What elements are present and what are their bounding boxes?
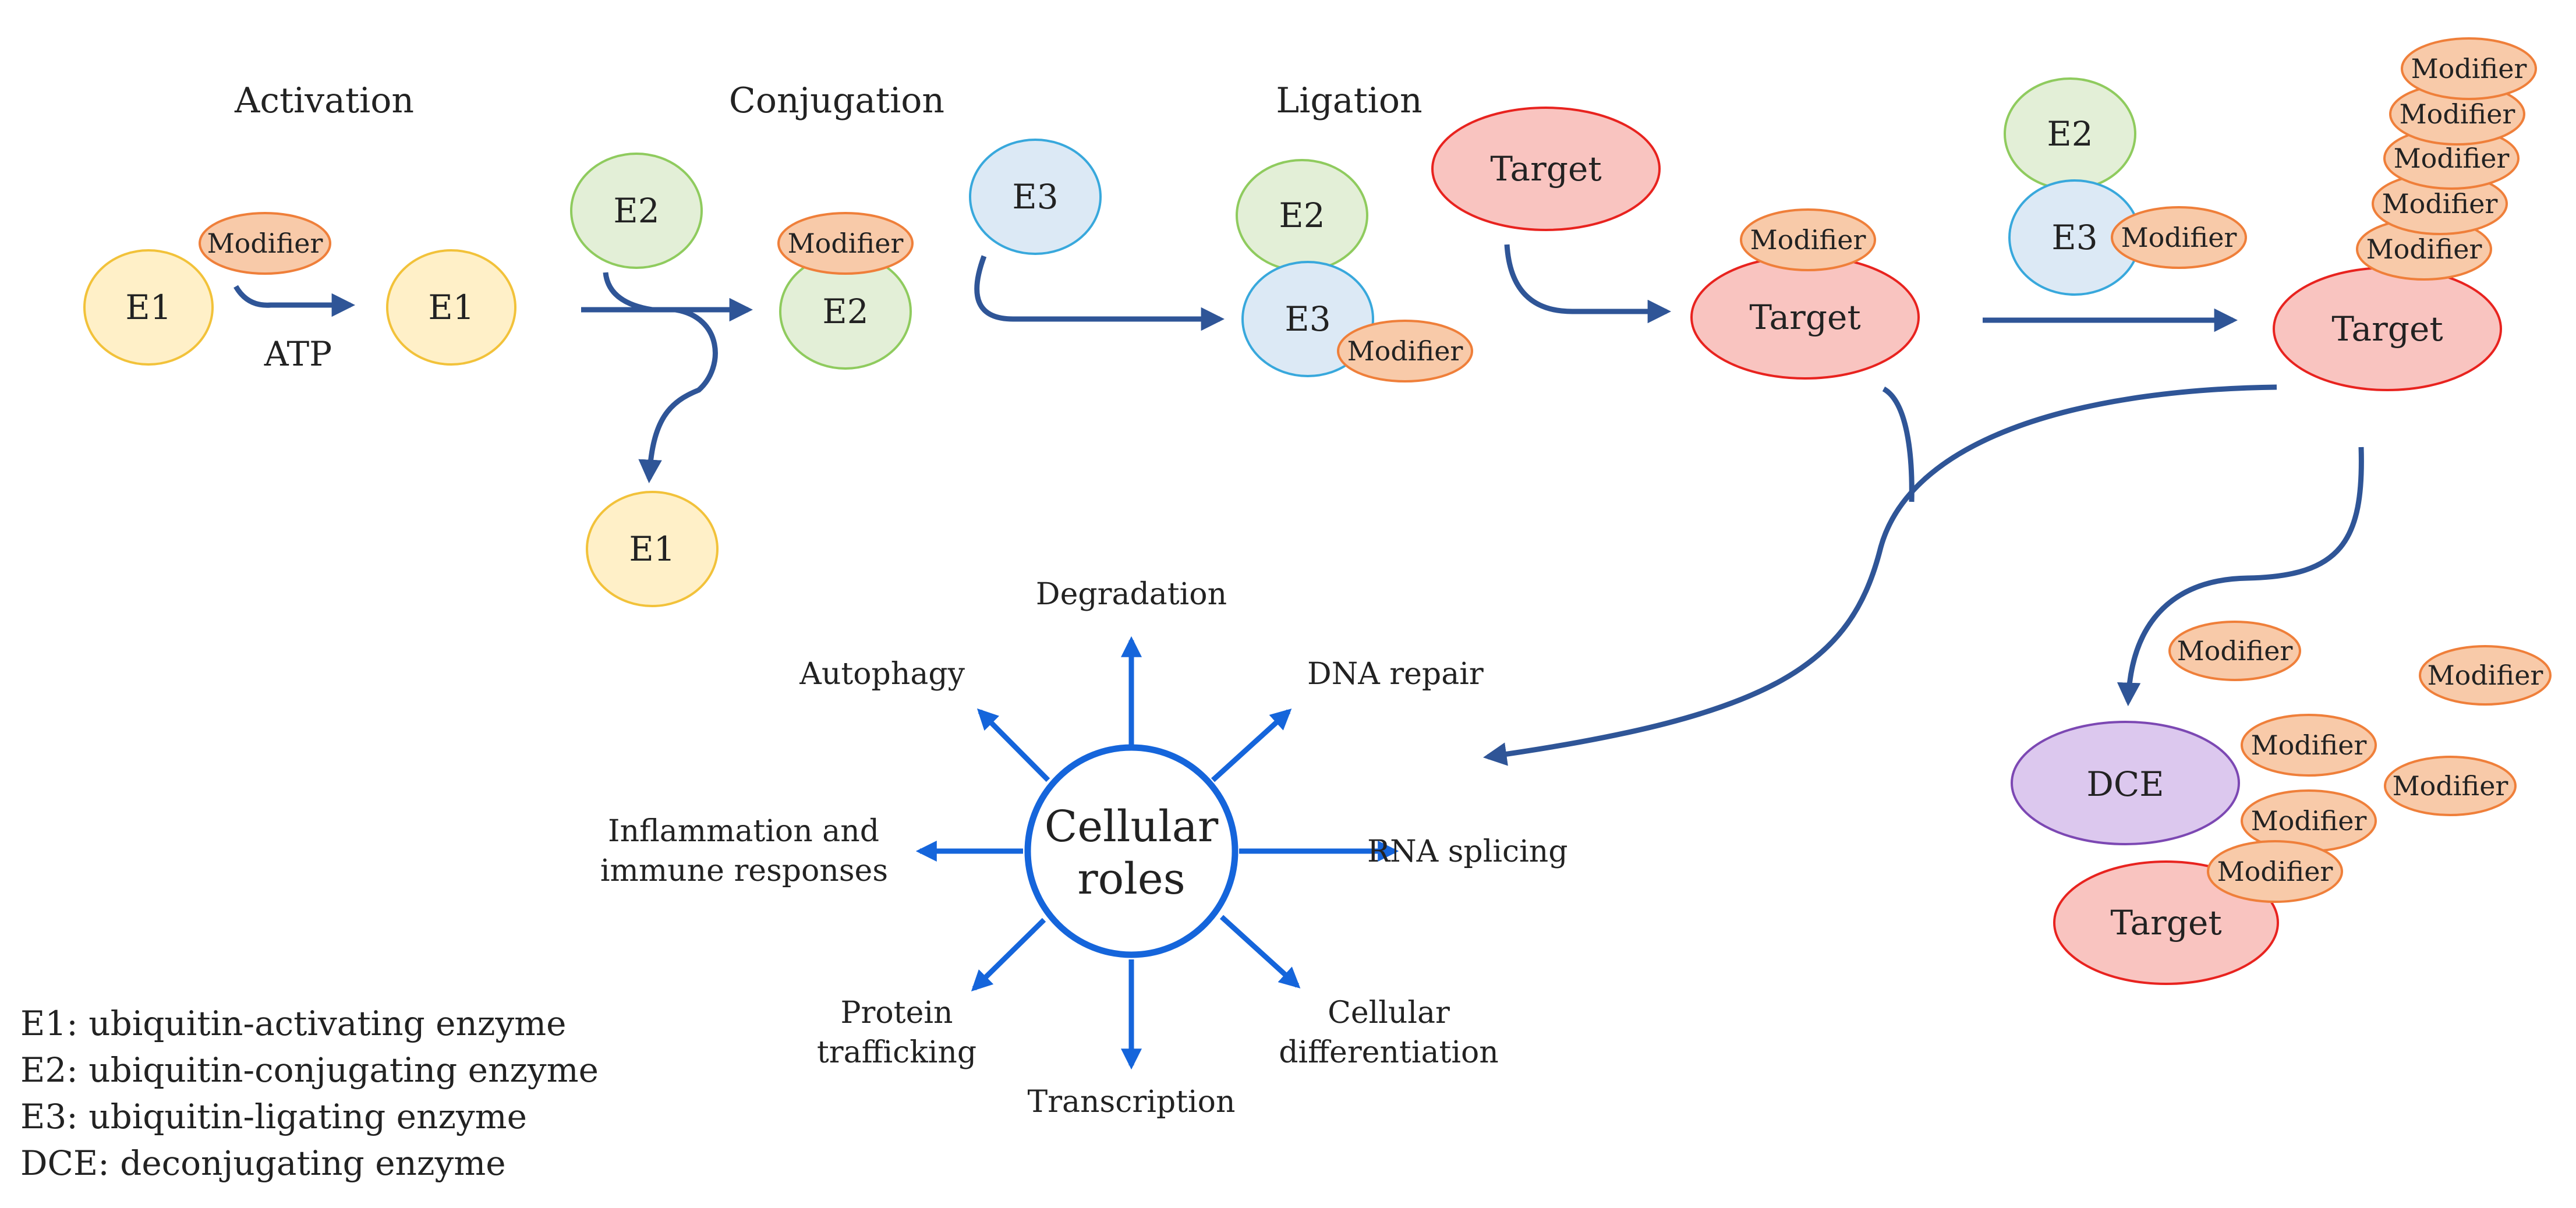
target-polymodified: Target Modifier Modifier Modifier Modifi… bbox=[2273, 37, 2537, 391]
svg-text:Modifier: Modifier bbox=[2251, 729, 2367, 761]
deconjugation-arrow bbox=[2117, 447, 2364, 707]
svg-text:E1: E1 bbox=[125, 288, 171, 327]
svg-text:E2: E2 bbox=[1279, 196, 1325, 235]
svg-text:Modifier: Modifier bbox=[2177, 635, 2293, 667]
svg-text:Modifier: Modifier bbox=[2393, 770, 2508, 802]
svg-text:Modifier: Modifier bbox=[788, 228, 904, 259]
svg-text:Modifier: Modifier bbox=[2428, 660, 2543, 691]
e2-modifier-complex: E2 Modifier bbox=[777, 212, 914, 370]
svg-text:Target: Target bbox=[2110, 903, 2221, 943]
svg-text:E1: E1 bbox=[629, 529, 675, 569]
e2-enzyme-incoming: E2 bbox=[570, 153, 703, 269]
spoke-protein-trafficking bbox=[971, 917, 1046, 992]
legend-line-e2: E2: ubiquitin-conjugating enzyme bbox=[20, 1050, 599, 1090]
role-protein-trafficking-line1: Protein bbox=[841, 996, 953, 1030]
role-inflammation-line1: Inflammation and bbox=[608, 814, 879, 849]
svg-text:E3: E3 bbox=[2051, 218, 2097, 257]
ligation-arrow bbox=[974, 255, 1225, 331]
spoke-dna-repair bbox=[1211, 708, 1292, 782]
svg-text:DCE: DCE bbox=[2086, 764, 2164, 804]
svg-text:Target: Target bbox=[2331, 309, 2443, 349]
svg-text:Modifier: Modifier bbox=[2394, 143, 2510, 174]
e1-enzyme-initial: E1 bbox=[83, 249, 214, 366]
modifier-free: Modifier bbox=[199, 212, 331, 275]
free-modifier-3: Modifier bbox=[2384, 756, 2517, 816]
svg-text:E3: E3 bbox=[1285, 299, 1331, 339]
svg-text:Modifier: Modifier bbox=[2382, 188, 2498, 219]
svg-text:E1: E1 bbox=[428, 288, 474, 327]
e1-release-arrow bbox=[638, 307, 718, 484]
role-degradation: Degradation bbox=[1036, 577, 1227, 612]
target-free: Target bbox=[1431, 107, 1661, 231]
svg-text:E2: E2 bbox=[613, 191, 659, 231]
legend: E1: ubiquitin-activating enzyme E2: ubiq… bbox=[20, 1004, 599, 1183]
e2-e3-recharged-complex: E2 E3 Modifier bbox=[2004, 77, 2247, 296]
role-dna-repair: DNA repair bbox=[1307, 657, 1484, 692]
free-modifier-1: Modifier bbox=[2168, 621, 2301, 681]
svg-text:Modifier: Modifier bbox=[2251, 805, 2367, 837]
mono-target-merge-curve bbox=[1882, 387, 1915, 502]
role-protein-trafficking-line2: trafficking bbox=[817, 1035, 976, 1070]
svg-text:Modifier: Modifier bbox=[2366, 233, 2482, 265]
svg-text:Modifier: Modifier bbox=[2121, 222, 2237, 253]
target-monomodified: Target Modifier bbox=[1690, 208, 1920, 380]
role-autophagy: Autophagy bbox=[799, 657, 965, 692]
svg-text:E2: E2 bbox=[822, 292, 868, 331]
e2-join-curve bbox=[603, 272, 653, 313]
stage-label-conjugation: Conjugation bbox=[729, 80, 944, 121]
stage-label-activation: Activation bbox=[234, 80, 414, 121]
activation-arrow bbox=[233, 285, 356, 317]
svg-text:E2: E2 bbox=[2047, 114, 2093, 154]
legend-line-e3: E3: ubiquitin-ligating enzyme bbox=[20, 1097, 527, 1136]
role-spokes bbox=[915, 636, 1399, 1070]
svg-text:E3: E3 bbox=[1012, 177, 1058, 217]
e1-enzyme-released: E1 bbox=[586, 491, 719, 607]
role-cellular-differentiation-line1: Cellular bbox=[1328, 996, 1450, 1030]
svg-text:Cellular: Cellular bbox=[1045, 802, 1219, 852]
stage-label-ligation: Ligation bbox=[1276, 80, 1422, 121]
svg-text:Target: Target bbox=[1490, 149, 1601, 189]
role-cellular-differentiation-line2: differentiation bbox=[1279, 1035, 1499, 1070]
spoke-cellular-differentiation bbox=[1219, 915, 1301, 989]
atp-label: ATP bbox=[264, 334, 332, 374]
cellular-roles-hub: Cellular roles bbox=[1024, 744, 1239, 958]
svg-text:Modifier: Modifier bbox=[1750, 224, 1866, 256]
role-transcription: Transcription bbox=[1028, 1085, 1236, 1120]
e2-e3-modifier-complex: E2 E3 Modifier bbox=[1236, 159, 1473, 382]
svg-text:roles: roles bbox=[1077, 854, 1185, 904]
e1-enzyme-activated: E1 bbox=[386, 249, 516, 366]
legend-line-dce: DCE: deconjugating enzyme bbox=[20, 1143, 506, 1183]
roles-path-arrow bbox=[1482, 384, 2277, 766]
svg-text:Modifier: Modifier bbox=[2411, 53, 2527, 84]
e3-enzyme-incoming: E3 bbox=[969, 139, 1102, 255]
dce-target-complex: Target DCE Modifier Modifier Modifier bbox=[2011, 714, 2377, 985]
svg-text:Modifier: Modifier bbox=[2400, 98, 2515, 130]
role-inflammation-line2: immune responses bbox=[600, 853, 888, 888]
svg-text:Modifier: Modifier bbox=[1347, 335, 1463, 367]
svg-text:Target: Target bbox=[1749, 297, 1860, 337]
svg-text:Modifier: Modifier bbox=[207, 228, 323, 259]
spoke-autophagy bbox=[976, 708, 1050, 782]
role-rna-splicing: RNA splicing bbox=[1367, 834, 1568, 869]
target-binding-arrow bbox=[1504, 244, 1672, 324]
free-modifier-2: Modifier bbox=[2419, 645, 2552, 706]
legend-line-e1: E1: ubiquitin-activating enzyme bbox=[20, 1004, 566, 1043]
svg-text:Modifier: Modifier bbox=[2217, 856, 2333, 887]
